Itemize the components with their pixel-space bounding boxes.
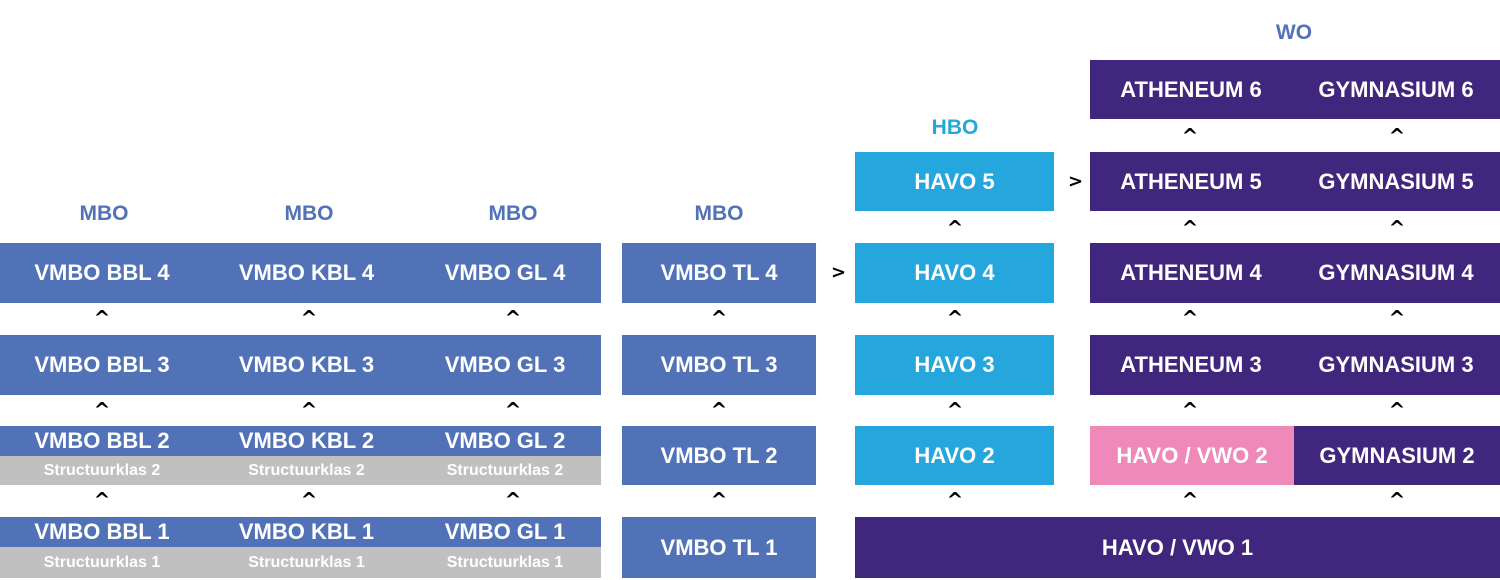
- hbo-header: HBO: [931, 116, 979, 139]
- up-arrow-atheneum-3-4: ^: [1181, 306, 1199, 330]
- gymnasium-6: GYMNASIUM 6: [1318, 76, 1474, 102]
- atheneum-6: ATHENEUM 6: [1120, 76, 1262, 102]
- gymnasium-3: GYMNASIUM 3: [1318, 352, 1474, 377]
- vwo-year-3-bar: ATHENEUM 3 GYMNASIUM 3: [1090, 335, 1500, 395]
- vmbo-year-4-bar: VMBO BBL 4 VMBO KBL 4 VMBO GL 4: [0, 243, 601, 303]
- up-arrow-bbl-3-4: ^: [93, 306, 111, 330]
- vmbo-gl-2: VMBO GL 2: [444, 428, 566, 453]
- vwo-year-4-bar: ATHENEUM 4 GYMNASIUM 4: [1090, 243, 1500, 303]
- mbo-header-bbl: MBO: [79, 202, 129, 225]
- up-arrow-havo-3-4: ^: [946, 306, 964, 330]
- up-arrow-gl-3-4: ^: [504, 306, 522, 330]
- atheneum-4: ATHENEUM 4: [1120, 260, 1262, 285]
- havo-2: HAVO 2: [855, 426, 1054, 485]
- up-arrow-havovwo2-atheneum3: ^: [1181, 398, 1199, 422]
- vmbo-gl-1: VMBO GL 1: [444, 519, 566, 544]
- vmbo-bbl-1: VMBO BBL 1: [34, 519, 170, 544]
- next-arrow-havo5-atheneum5: >: [1068, 171, 1084, 192]
- atheneum-3: ATHENEUM 3: [1120, 352, 1262, 377]
- vmbo-year-1-bar: VMBO BBL 1 VMBO KBL 1 VMBO GL 1: [0, 517, 601, 547]
- up-arrow-gymnasium-5-6: ^: [1388, 124, 1406, 148]
- up-arrow-kbl-1-2: ^: [300, 488, 318, 512]
- havo-5: HAVO 5: [855, 152, 1054, 211]
- atheneum-5: ATHENEUM 5: [1120, 168, 1262, 194]
- mbo-header-kbl: MBO: [284, 202, 334, 225]
- up-arrow-gl-1-2: ^: [504, 488, 522, 512]
- vmbo-tl-1: VMBO TL 1: [622, 517, 816, 578]
- structuurklas-2-bbl: Structuurklas 2: [0, 456, 204, 485]
- gymnasium-2: GYMNASIUM 2: [1294, 426, 1500, 485]
- up-arrow-gl-2-3: ^: [504, 398, 522, 422]
- vmbo-bbl-3: VMBO BBL 3: [34, 352, 170, 377]
- wo-header: WO: [1275, 21, 1313, 44]
- vmbo-tl-4: VMBO TL 4: [622, 243, 816, 303]
- next-arrow-tl4-havo4: >: [831, 262, 847, 283]
- vmbo-kbl-2: VMBO KBL 2: [238, 428, 375, 453]
- havo-4: HAVO 4: [855, 243, 1054, 303]
- vmbo-bbl-4: VMBO BBL 4: [34, 260, 170, 285]
- vmbo-kbl-1: VMBO KBL 1: [238, 519, 375, 544]
- vmbo-year-2-bar: VMBO BBL 2 VMBO KBL 2 VMBO GL 2: [0, 426, 601, 456]
- up-arrow-kbl-3-4: ^: [300, 306, 318, 330]
- structuurklas-2-gl: Structuurklas 2: [409, 456, 601, 485]
- up-arrow-tl-1-2: ^: [710, 488, 728, 512]
- vmbo-kbl-4: VMBO KBL 4: [238, 260, 375, 285]
- up-arrow-havo-1-2: ^: [946, 488, 964, 512]
- up-arrow-gymnasium-2-3: ^: [1388, 398, 1406, 422]
- up-arrow-atheneum-4-5: ^: [1181, 216, 1199, 240]
- vmbo-gl-4: VMBO GL 4: [444, 260, 566, 285]
- up-arrow-gymnasium-1-2: ^: [1388, 488, 1406, 512]
- gymnasium-5: GYMNASIUM 5: [1318, 168, 1474, 194]
- mbo-header-tl: MBO: [694, 202, 744, 225]
- structuurklas-2-kbl: Structuurklas 2: [204, 456, 409, 485]
- up-arrow-kbl-2-3: ^: [300, 398, 318, 422]
- vmbo-kbl-3: VMBO KBL 3: [238, 352, 375, 377]
- up-arrow-havo-4-5: ^: [946, 216, 964, 240]
- mbo-header-gl: MBO: [488, 202, 538, 225]
- up-arrow-tl-3-4: ^: [710, 306, 728, 330]
- up-arrow-atheneum-5-6: ^: [1181, 124, 1199, 148]
- up-arrow-bbl-1-2: ^: [93, 488, 111, 512]
- vwo-year-5-bar: ATHENEUM 5 GYMNASIUM 5: [1090, 152, 1500, 211]
- vmbo-year-3-bar: VMBO BBL 3 VMBO KBL 3 VMBO GL 3: [0, 335, 601, 395]
- gymnasium-4: GYMNASIUM 4: [1318, 260, 1474, 285]
- vmbo-tl-2: VMBO TL 2: [622, 426, 816, 485]
- vmbo-tl-3: VMBO TL 3: [622, 335, 816, 395]
- havo-vwo-1: HAVO / VWO 1: [855, 517, 1500, 578]
- structuurklas-1-gl: Structuurklas 1: [409, 547, 601, 578]
- up-arrow-gymnasium-4-5: ^: [1388, 216, 1406, 240]
- up-arrow-tl-2-3: ^: [710, 398, 728, 422]
- havo-3: HAVO 3: [855, 335, 1054, 395]
- up-arrow-bbl-2-3: ^: [93, 398, 111, 422]
- up-arrow-havovwo-1-2: ^: [1181, 488, 1199, 512]
- structuurklas-1-bbl: Structuurklas 1: [0, 547, 204, 578]
- up-arrow-havo-2-3: ^: [946, 398, 964, 422]
- up-arrow-gymnasium-3-4: ^: [1388, 306, 1406, 330]
- vmbo-gl-3: VMBO GL 3: [444, 352, 566, 377]
- havo-vwo-2: HAVO / VWO 2: [1090, 426, 1294, 485]
- vmbo-bbl-2: VMBO BBL 2: [34, 428, 170, 453]
- vwo-year-6-bar: ATHENEUM 6 GYMNASIUM 6: [1090, 60, 1500, 119]
- structuurklas-1-kbl: Structuurklas 1: [204, 547, 409, 578]
